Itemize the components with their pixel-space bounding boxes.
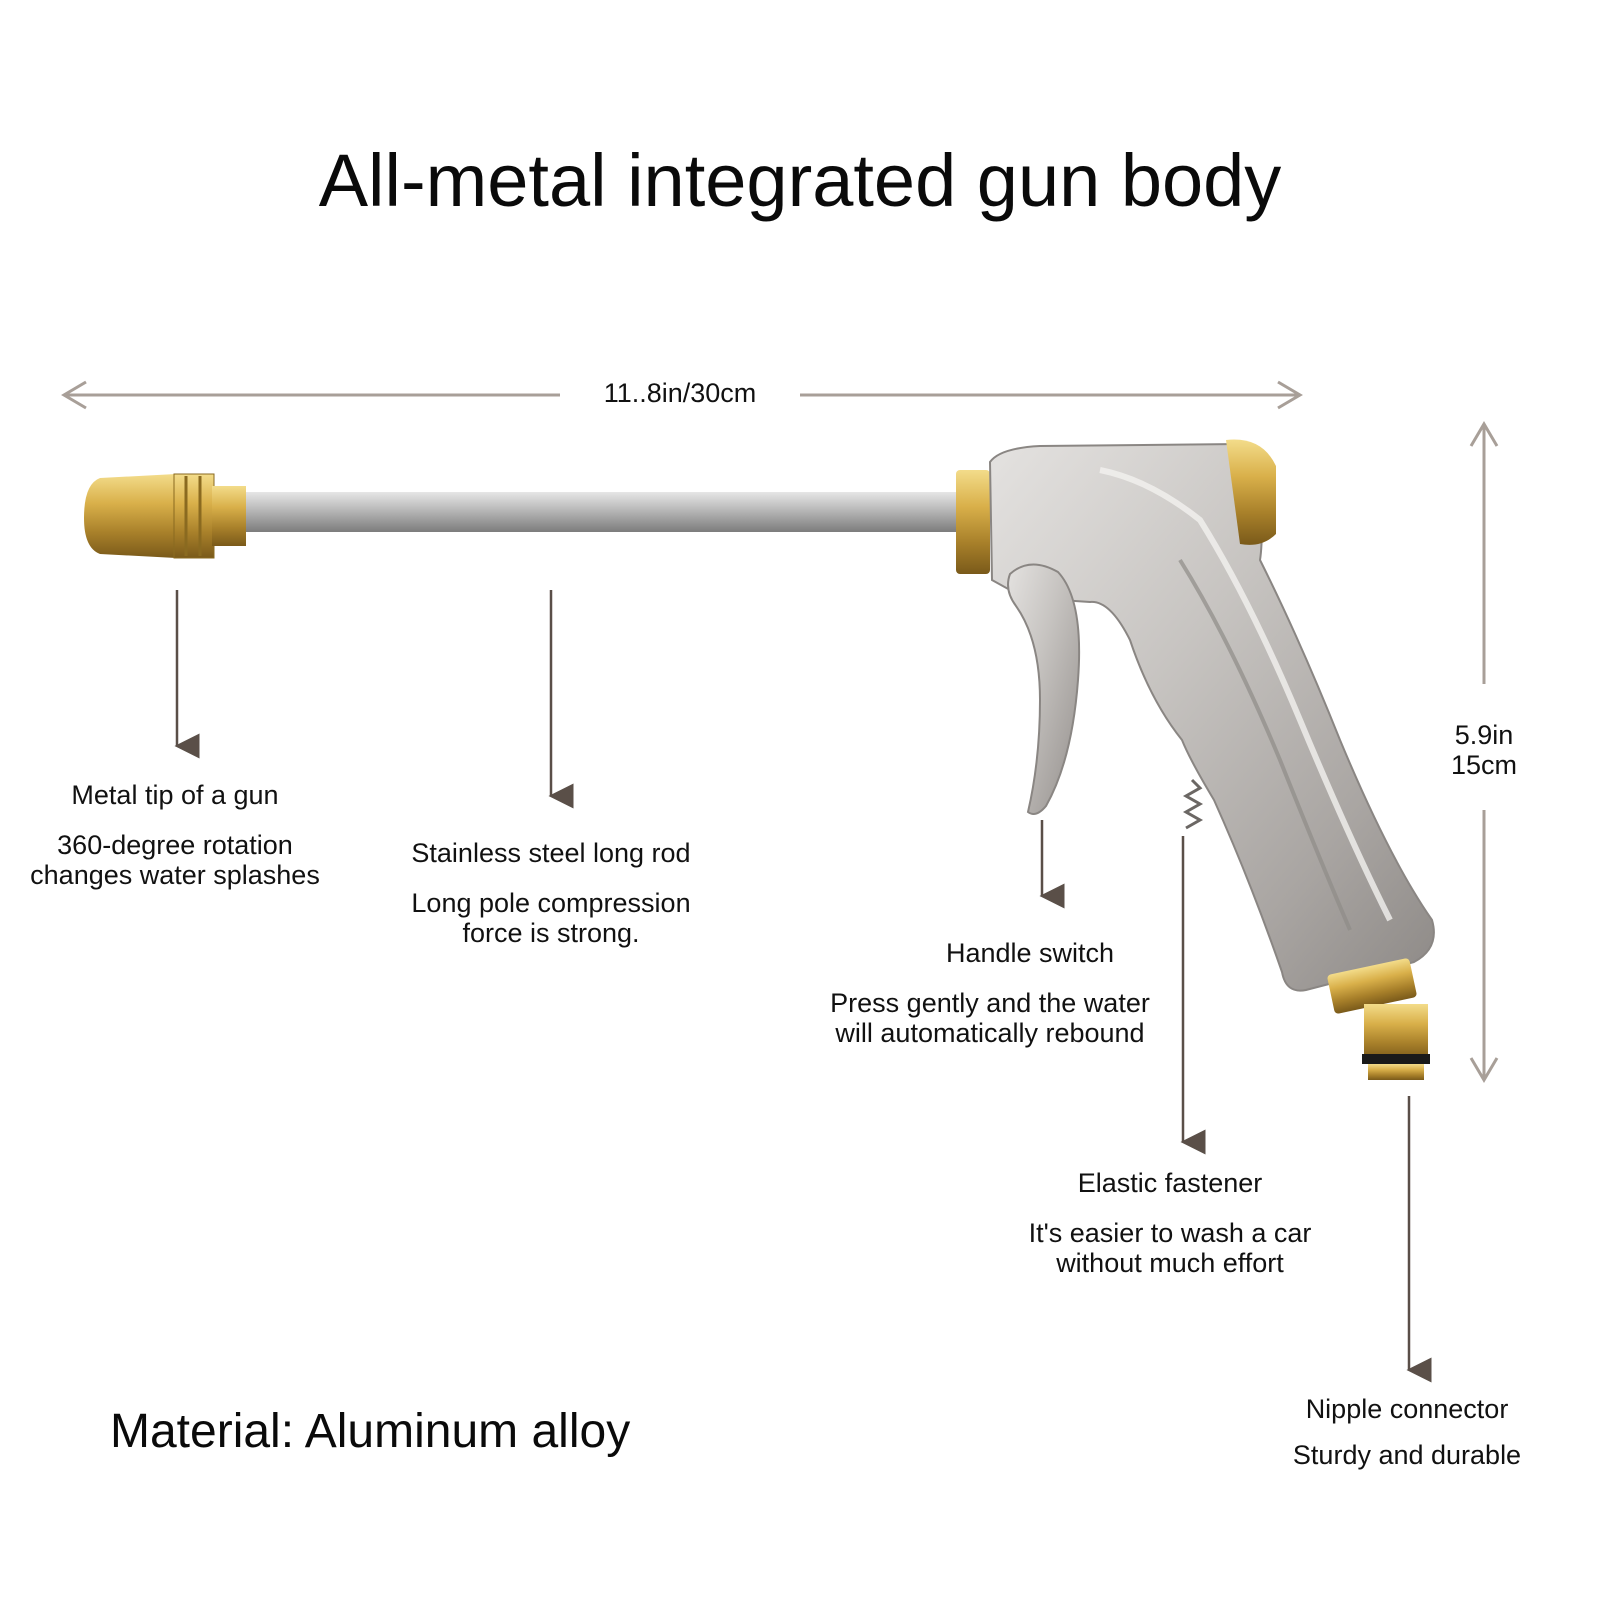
- gun-body: [988, 439, 1435, 992]
- brass-head-nut: [956, 470, 990, 574]
- trigger-lever: [1007, 563, 1081, 815]
- callout-connector: Nipple connector Sturdy and durable: [1262, 1394, 1552, 1470]
- elastic-spring: [1182, 778, 1204, 830]
- callout-switch-desc-1: Press gently and the water: [830, 988, 1150, 1018]
- page-title: All-metal integrated gun body: [318, 139, 1282, 222]
- callout-tip-desc-2: changes water splashes: [30, 860, 320, 890]
- height-inches: 5.9in: [1454, 720, 1514, 750]
- callout-switch: Handle switch Press gently and the water…: [800, 938, 1180, 1048]
- callout-fastener-desc-2: without much effort: [1056, 1248, 1284, 1278]
- height-dimension-line: [1469, 421, 1499, 1083]
- height-dimension-label: 5.9in 15cm: [1424, 720, 1544, 780]
- callout-switch-head: Handle switch: [945, 938, 1115, 968]
- callout-rod-desc-1: Long pole compression: [411, 888, 691, 918]
- callout-fastener: Elastic fastener It's easier to wash a c…: [1000, 1168, 1340, 1278]
- nipple-connector-part: [1327, 958, 1430, 1080]
- steel-rod: [240, 492, 962, 532]
- callout-fastener-desc-1: It's easier to wash a car: [1028, 1218, 1312, 1248]
- callout-fastener-head: Elastic fastener: [1077, 1168, 1263, 1198]
- callout-tip-head: Metal tip of a gun: [71, 780, 279, 810]
- callout-rod-desc-2: force is strong.: [462, 918, 640, 948]
- height-centimeters: 15cm: [1450, 750, 1518, 780]
- length-dimension-label: 11..8in/30cm: [603, 378, 757, 408]
- brass-tip: [84, 473, 246, 559]
- callout-rod: Stainless steel long rod Long pole compr…: [380, 838, 722, 948]
- callout-connector-head: Nipple connector: [1305, 1394, 1509, 1424]
- material-label: Material: Aluminum alloy: [110, 1405, 631, 1458]
- callout-tip-desc-1: 360-degree rotation: [57, 830, 293, 860]
- callout-connector-desc-1: Sturdy and durable: [1292, 1440, 1522, 1470]
- callout-switch-desc-2: will automatically rebound: [835, 1018, 1145, 1048]
- callout-arrows: [174, 590, 1432, 1383]
- callout-tip: Metal tip of a gun 360-degree rotation c…: [0, 780, 350, 890]
- length-dimension-line: [61, 380, 1303, 410]
- callout-rod-head: Stainless steel long rod: [411, 838, 691, 868]
